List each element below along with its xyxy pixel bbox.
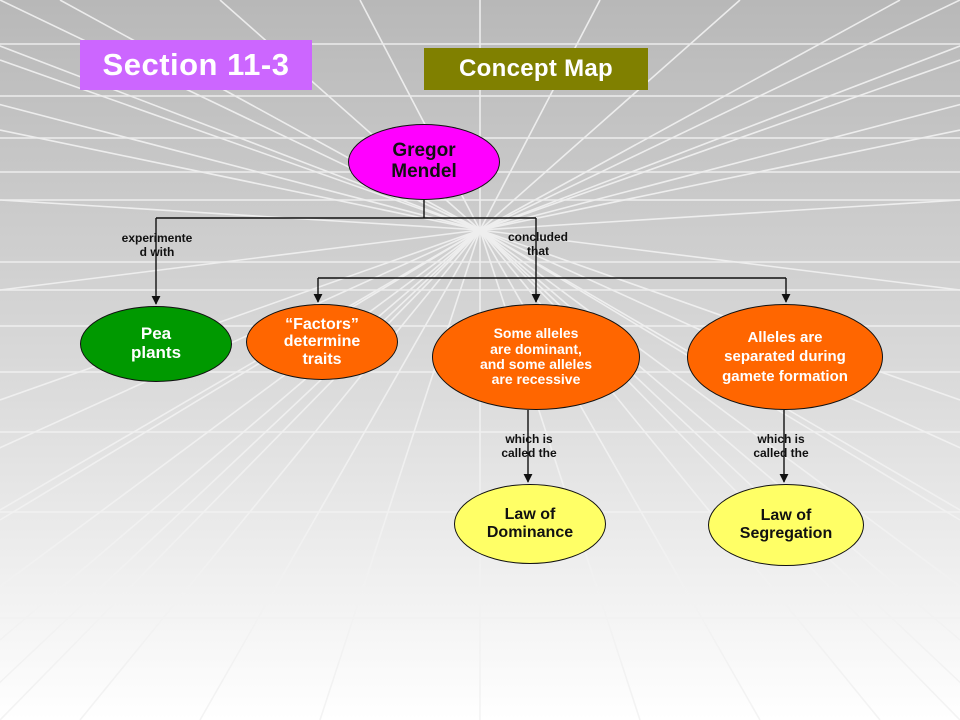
section-title: Section 11-3 bbox=[80, 40, 312, 90]
node-alleles-separated: Alleles are separated during gamete form… bbox=[687, 304, 883, 410]
node-law-of-segregation: Law of Segregation bbox=[708, 484, 864, 566]
node-factors: “Factors” determine traits bbox=[246, 304, 398, 380]
node-law-of-dominance: Law of Dominance bbox=[454, 484, 606, 564]
label-experimented-with: experimente d with bbox=[121, 231, 193, 259]
node-pea-plants: Pea plants bbox=[80, 306, 232, 382]
label-called-the-segregation: which is called the bbox=[753, 432, 809, 460]
label-concluded-that: concluded that bbox=[507, 230, 568, 258]
label-called-the-dominance: which is called the bbox=[501, 432, 557, 460]
node-gregor-mendel: Gregor Mendel bbox=[348, 124, 500, 200]
node-dominant-recessive: Some alleles are dominant, and some alle… bbox=[432, 304, 640, 410]
concept-map-title: Concept Map bbox=[424, 48, 648, 90]
